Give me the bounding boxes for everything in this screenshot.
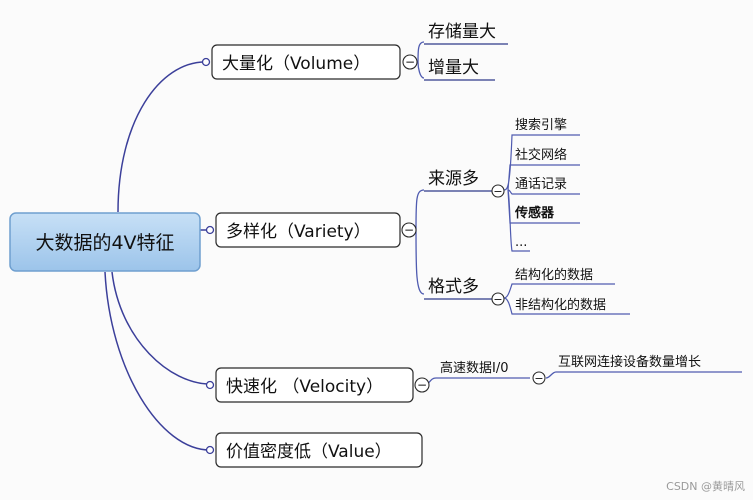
leaf-call-records-label: 通话记录 [515, 177, 567, 192]
attach-dot-variety [205, 225, 215, 235]
leaf-call-records[interactable]: 通话记录 [515, 177, 567, 192]
collapse-icon: − [534, 372, 543, 385]
leaf-social-network[interactable]: 社交网络 [515, 147, 567, 163]
attach-dot-velocity [205, 380, 215, 390]
branch-value[interactable]: 价值密度低（Value） [215, 432, 423, 468]
collapse-toggle-velocity[interactable]: − [414, 377, 430, 393]
collapse-icon: − [404, 223, 414, 237]
leaf-structured-data-label: 结构化的数据 [515, 267, 593, 283]
node-high-speed-io-label: 高速数据I/0 [440, 360, 509, 376]
collapse-toggle-formats[interactable]: − [491, 292, 505, 306]
root-label: 大数据的4V特征 [35, 232, 174, 254]
connector-sub-leaf [545, 371, 742, 379]
leaf-unstructured-data-label: 非结构化的数据 [515, 297, 606, 313]
connector-sources-items [503, 134, 580, 252]
branch-volume-label: 大量化（Volume） [222, 54, 370, 74]
connector-volume-children [417, 41, 425, 79]
leaf-unstructured-data[interactable]: 非结构化的数据 [515, 297, 606, 313]
connector-root-velocity [111, 271, 211, 385]
leaf-sensors[interactable]: 传感器 [514, 205, 555, 221]
connector-formats-items [503, 283, 630, 315]
branch-volume[interactable]: 大量化（Volume） [211, 44, 401, 80]
branch-variety-label: 多样化（Variety） [226, 222, 371, 242]
attach-dot-volume [201, 57, 211, 67]
attach-dot-value [205, 445, 215, 455]
branch-velocity-label: 快速化 （Velocity） [226, 377, 383, 397]
node-many-sources-label: 来源多 [428, 169, 479, 189]
connector-root-value [104, 271, 211, 451]
leaf-iot-growth[interactable]: 互联网连接设备数量增长 [558, 354, 701, 370]
leaf-structured-data[interactable]: 结构化的数据 [515, 267, 593, 283]
collapse-icon: − [493, 185, 502, 198]
leaf-search-engine-label: 搜索引擎 [515, 118, 567, 133]
collapse-toggle-volume[interactable]: − [402, 54, 418, 70]
collapse-icon: − [405, 55, 415, 69]
node-many-formats-label: 格式多 [428, 277, 479, 297]
collapse-icon: − [493, 293, 502, 306]
collapse-toggle-variety[interactable]: − [401, 222, 417, 238]
branch-variety[interactable]: 多样化（Variety） [215, 212, 401, 248]
leaf-sensors-label: 传感器 [514, 205, 555, 221]
leaf-more[interactable]: ... [515, 235, 527, 250]
leaf-social-network-label: 社交网络 [515, 147, 567, 163]
connector-root-volume [117, 61, 206, 213]
collapse-icon: − [417, 378, 427, 392]
leaf-iot-growth-label: 互联网连接设备数量增长 [558, 354, 701, 370]
branch-value-label: 价值密度低（Value） [226, 442, 392, 462]
root-node[interactable]: 大数据的4V特征 [9, 212, 201, 272]
leaf-search-engine[interactable]: 搜索引擎 [515, 118, 567, 133]
node-storage-large[interactable]: 存储量大 [424, 22, 508, 45]
watermark: CSDN @黄晴风 [666, 480, 745, 493]
leaf-more-label: ... [515, 235, 527, 250]
node-increment-large-label: 增量大 [428, 58, 479, 78]
connector-variety-groups [415, 189, 425, 295]
node-many-formats[interactable]: 格式多 [424, 277, 492, 300]
collapse-toggle-high-speed-io[interactable]: − [532, 371, 546, 385]
connector-velocity-sub [425, 377, 530, 385]
branch-velocity[interactable]: 快速化 （Velocity） [215, 367, 414, 403]
node-increment-large[interactable]: 增量大 [424, 58, 495, 81]
node-many-sources[interactable]: 来源多 [424, 169, 492, 192]
node-storage-large-label: 存储量大 [428, 22, 496, 42]
collapse-toggle-sources[interactable]: − [491, 184, 505, 198]
node-high-speed-io[interactable]: 高速数据I/0 [440, 360, 509, 376]
